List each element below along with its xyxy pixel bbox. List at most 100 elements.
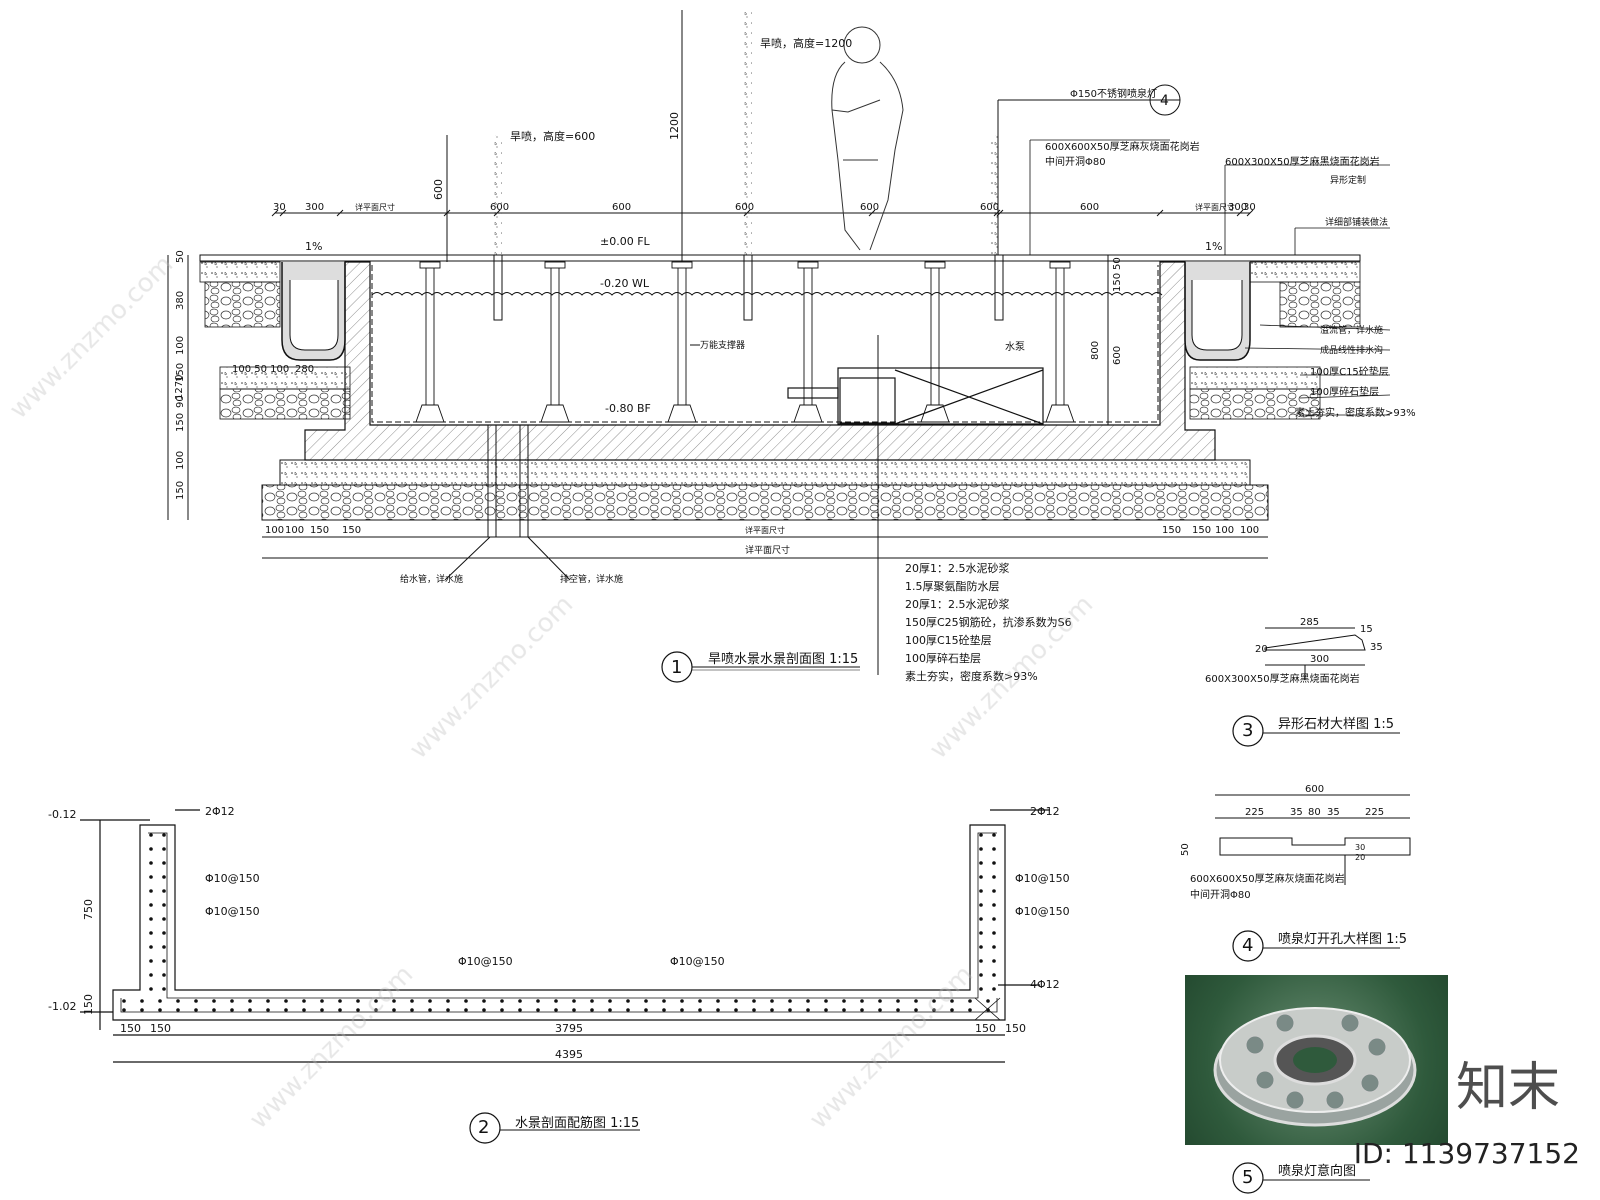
detail5-title: 喷泉灯意向图: [1278, 1163, 1356, 1179]
drain-label: 排空管，详水施: [560, 573, 623, 585]
top-dim-8: 600: [1080, 202, 1099, 213]
detail3-stone: [1264, 627, 1366, 680]
d2-dim-3: 150: [975, 1022, 996, 1035]
top-dim-7: 600: [980, 202, 999, 213]
child-figure: [831, 26, 904, 251]
d2-rebar-f: Φ10@150: [670, 955, 725, 968]
d2-rebar-d: Φ10@150: [1015, 905, 1070, 918]
left-dim-3: 150: [175, 363, 186, 382]
watermark-4: www.znzmo.com: [244, 960, 419, 1135]
d2-bar-right2: 4Φ12: [1030, 978, 1060, 991]
bottom-dim-4: 详平面尺寸: [745, 525, 785, 535]
d2-bar-left: 2Φ12: [205, 805, 235, 818]
d2-h750: 750: [82, 899, 95, 920]
d4-dim-1: 35: [1290, 807, 1303, 818]
bottom-dim-8: 100: [1240, 525, 1259, 536]
top-dim-4: 600: [612, 202, 631, 213]
slab1-label: 600X600X50厚芝麻灰烧面花岗岩: [1045, 140, 1200, 153]
detail1-section: [167, 10, 1391, 683]
level-bf: -0.80 BF: [605, 402, 651, 415]
level-wl: -0.20 WL: [600, 277, 650, 290]
bottom-dim-3: 150: [342, 525, 361, 536]
d4-dim-2: 80: [1308, 807, 1321, 818]
top-dim-0: 30: [273, 202, 286, 213]
watermark-5: www.znzmo.com: [804, 960, 979, 1135]
d2-dim-4: 150: [1005, 1022, 1026, 1035]
d4-600: 600: [1305, 784, 1324, 795]
bottom-dim-6: 150: [1192, 525, 1211, 536]
d2-rebar-c: Φ10@150: [1015, 872, 1070, 885]
d4-dim-4: 225: [1365, 807, 1384, 818]
right-dim-50: 50: [1112, 257, 1123, 270]
detail1-number: 1: [671, 657, 682, 678]
left-total-dim: 1270: [174, 375, 185, 400]
top-dim-2: 详平面尺寸: [355, 202, 395, 212]
layer-4: 100厚C15砼垫层: [905, 633, 992, 647]
bottom-dim-5: 150: [1162, 525, 1181, 536]
right-label-0: 溢流管，详水施: [1320, 324, 1383, 336]
left-dim-1: 380: [175, 291, 186, 310]
layer-2: 20厚1：2.5水泥砂浆: [905, 597, 1010, 611]
d3-15: 15: [1360, 624, 1373, 635]
left-dim-7: 150: [175, 481, 186, 500]
pump-label: 水泵: [1005, 341, 1025, 353]
d3-300: 300: [1310, 654, 1329, 665]
layer-3: 150厚C25钢筋砼，抗渗系数为S6: [905, 615, 1072, 629]
paving-label: 详细部铺装做法: [1325, 216, 1388, 228]
d3-35: 35: [1370, 642, 1383, 653]
d4-20: 20: [1355, 853, 1365, 862]
detail3-title: 异形石材大样图 1:5: [1278, 717, 1394, 732]
bottom-dim-1: 100: [285, 525, 304, 536]
slab1b-label: 中间开洞Φ80: [1045, 155, 1106, 168]
slab2b-label: 异形定制: [1330, 174, 1366, 186]
slab2-label: 600X300X50厚芝麻黑烧面花岗岩: [1225, 155, 1380, 168]
d3-285: 285: [1300, 617, 1319, 628]
d2-dim-2: 3795: [555, 1022, 583, 1035]
supply-label: 给水管，详水施: [400, 573, 463, 585]
id-watermark: ID: 1139737152: [1353, 1137, 1580, 1170]
detail2-title: 水景剖面配筋图 1:15: [515, 1115, 639, 1131]
detail4-slab: [1215, 794, 1411, 885]
right-label-3: 100厚碎石垫层: [1310, 385, 1379, 398]
bottom-total-dim: 详平面尺寸: [745, 544, 790, 556]
dim-280: 280: [295, 364, 314, 375]
h1200-label: 1200: [668, 112, 681, 140]
layer-5: 100厚碎石垫层: [905, 651, 981, 665]
pump: [787, 367, 1044, 425]
light-ref-number: 4: [1160, 93, 1169, 109]
detail5-number: 5: [1242, 1167, 1253, 1188]
spray-600-label: 旱喷，高度=600: [510, 129, 595, 143]
fountain-light-photo: [1185, 975, 1448, 1145]
d4-label-b: 中间开洞Φ80: [1190, 888, 1251, 901]
slope-right: 1%: [1205, 240, 1222, 253]
light-label: Φ150不锈钢喷泉灯: [1070, 87, 1157, 100]
spray-1200-label: 旱喷，高度=1200: [760, 36, 852, 50]
brand-watermark: 知末: [1455, 1058, 1560, 1118]
left-dim-6: 100: [175, 451, 186, 470]
d2-rebar-e: Φ10@150: [458, 955, 513, 968]
d4-label: 600X600X50厚芝麻灰烧面花岗岩: [1190, 872, 1345, 885]
top-dim-9: 详平面尺寸: [1195, 202, 1235, 212]
d2-level-bot: -1.02: [48, 1000, 76, 1013]
d2-level-top: -0.12: [48, 808, 76, 821]
h600-label: 600: [432, 179, 445, 200]
bottom-dim-0: 100: [265, 525, 284, 536]
d2-bar-right: 2Φ12: [1030, 805, 1060, 818]
left-dim-0: 50: [175, 250, 186, 263]
right-label-1: 成品线性排水沟: [1320, 344, 1383, 356]
right-dim-800: 800: [1090, 341, 1101, 360]
d4-dim-0: 225: [1245, 807, 1264, 818]
d4-50: 50: [1180, 843, 1191, 856]
watermark-2: www.znzmo.com: [404, 590, 579, 765]
right-label-4: 素土夯实，密度系数>93%: [1295, 406, 1416, 419]
detail2-number: 2: [478, 1117, 489, 1138]
layer-6: 素土夯实，密度系数>93%: [905, 669, 1038, 683]
layer-1: 1.5厚聚氨酯防水层: [905, 579, 1000, 593]
d2-rebar-a: Φ10@150: [205, 872, 260, 885]
d4-30: 30: [1355, 843, 1365, 852]
detail4-number: 4: [1242, 935, 1253, 956]
top-dim-6: 600: [860, 202, 879, 213]
watermark-1: www.znzmo.com: [4, 250, 179, 425]
left-dim-5: 150: [175, 413, 186, 432]
